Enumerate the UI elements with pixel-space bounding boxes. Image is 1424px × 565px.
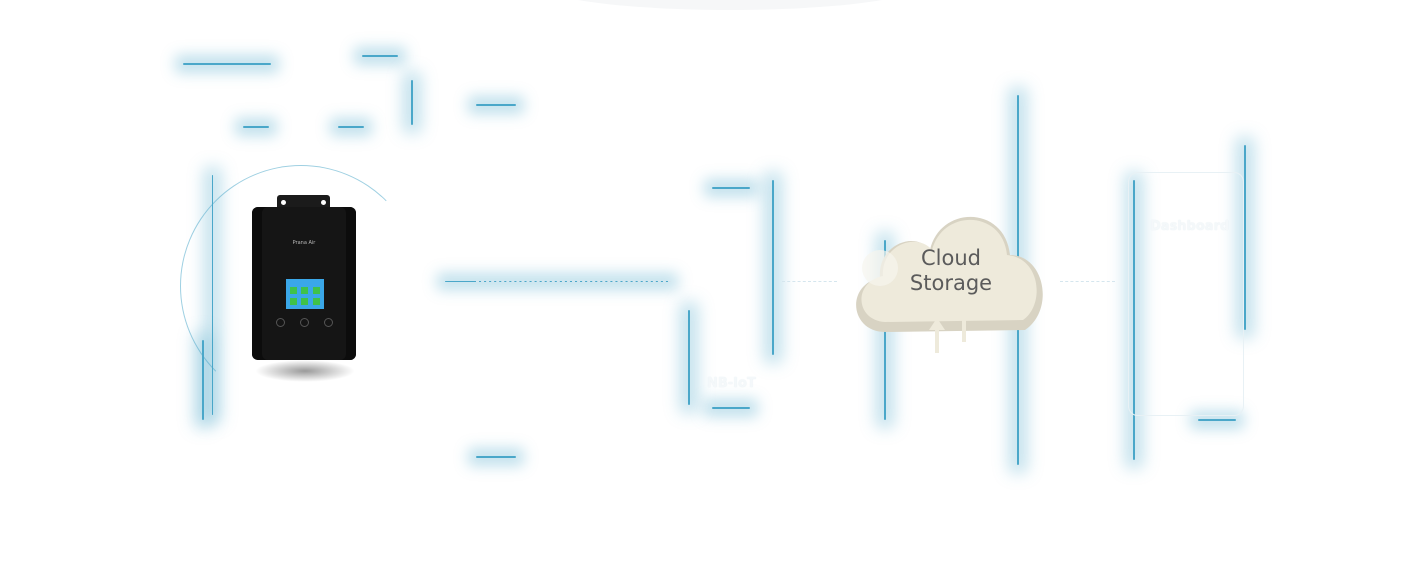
network-label: NB-IoT: [707, 376, 756, 391]
device-screen: [286, 279, 324, 309]
air-quality-monitor-device: Prana Air: [252, 207, 356, 360]
cloud-label-line2: Storage: [909, 271, 993, 295]
cloud-label-line1: Cloud: [921, 246, 981, 270]
device-shadow: [255, 360, 355, 382]
dashboard-card: [1128, 172, 1244, 416]
device-left-button: [276, 318, 285, 327]
dashboard-label: Dashboard: [1150, 219, 1230, 234]
device-right-button: [324, 318, 333, 327]
cloud-icon: [856, 216, 1043, 353]
arrow-cloud-to-dashboard: [1060, 281, 1115, 282]
device-menu-button: [300, 318, 309, 327]
cloud-storage-label: Cloud Storage: [880, 246, 1022, 296]
device-brand: Prana Air: [292, 240, 316, 246]
top-arc-decoration: [540, 0, 920, 10]
device-ring: [180, 165, 422, 407]
device-mount-bracket: [277, 195, 330, 210]
arrow-device-to-network: [476, 281, 671, 282]
arrow-network-to-cloud: [782, 281, 837, 282]
